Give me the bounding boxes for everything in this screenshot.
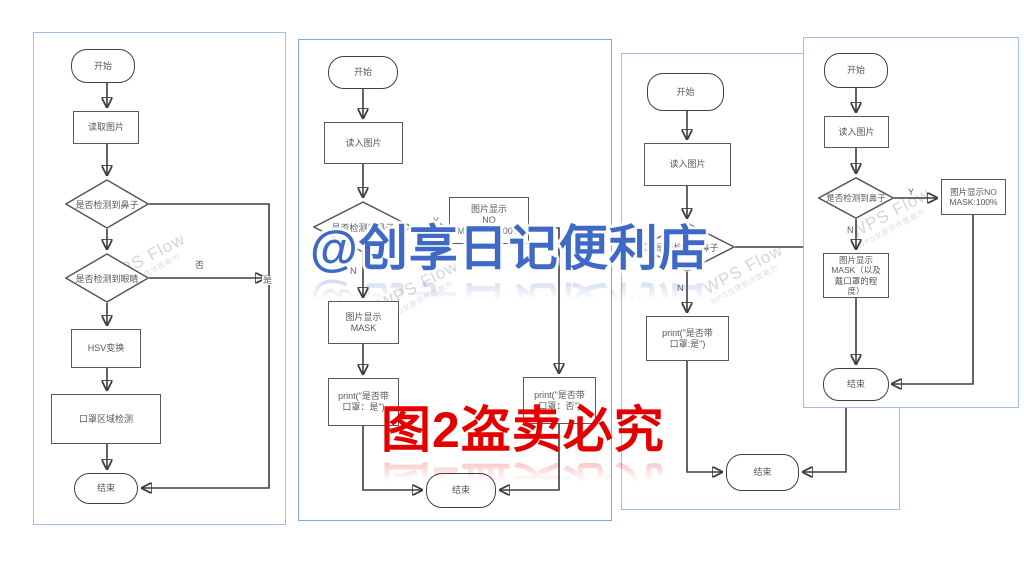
- start-terminator: 开始: [824, 53, 888, 88]
- connector-lines: [804, 88, 974, 409]
- display-nomask-line1: 图片显示NO: [950, 186, 997, 197]
- read-image-label: 读取图片: [87, 122, 124, 133]
- display-mask-line1: 图片显示: [345, 311, 382, 322]
- print-yes-process: print("是否带 口罩：是"): [328, 378, 399, 426]
- connector-lines: [299, 89, 613, 522]
- red-notice-watermark-reflection: 图2盗卖必究: [381, 456, 665, 513]
- read-image-process: 读取图片: [73, 111, 139, 144]
- nose-decision-label: 是否检测到鼻子: [75, 199, 139, 210]
- mask-region-label: 口罩区域检测: [78, 413, 133, 424]
- display-nomask-line3: MASK:100:00%: [457, 225, 521, 236]
- start-terminator: 开始: [647, 73, 724, 111]
- hsv-process: HSV变换: [71, 329, 141, 368]
- read-image-label: 读入图片: [669, 159, 706, 170]
- display-nomask-line2: MASK:100%: [949, 197, 998, 207]
- red-notice-watermark: 图2盗卖必究: [381, 402, 665, 458]
- hsv-label: HSV变换: [87, 343, 125, 354]
- start-label: 开始: [353, 67, 372, 78]
- mask-region-process: 口罩区域检测: [51, 394, 161, 444]
- read-image-process: 读入图片: [824, 116, 889, 148]
- nose-decision: 是否检测到鼻子: [639, 222, 735, 272]
- display-mask-line3: 戴口罩的程: [834, 275, 878, 286]
- read-image-label: 读入图片: [838, 126, 875, 137]
- display-nomask-process: 图片显示NO MASK:100%: [941, 179, 1006, 215]
- print-yes-line1: print("是否带: [338, 391, 389, 402]
- print-yes-line2: 口罩：是"): [342, 402, 385, 412]
- display-mask-line2: MASK: [350, 322, 377, 333]
- end-terminator: 结束: [823, 368, 889, 401]
- branch-label-n: N: [846, 225, 855, 235]
- display-mask-line2: MASK（以及: [831, 265, 881, 276]
- end-label: 结束: [451, 485, 470, 496]
- panel-4-flowchart: WPS Flow WPS仅提供作图能力 开始 读入图片 是否检测到鼻子 Y N …: [803, 37, 1019, 408]
- display-mask-process: 图片显示 MASK: [328, 301, 399, 344]
- print-yes-process: print("是否带 口罩:是"): [646, 316, 729, 361]
- nose-decision: 是否检测到鼻子: [313, 201, 413, 253]
- panel-2-flowchart: WPS Flow WPS仅提供作图能力 开始 读入图片 是否检测到鼻子 Y N …: [298, 39, 612, 521]
- branch-label-yes: 是: [262, 275, 274, 285]
- nose-decision: 是否检测到鼻子: [818, 177, 894, 219]
- read-image-process: 读入图片: [644, 143, 731, 186]
- start-label: 开始: [676, 86, 695, 97]
- start-terminator: 开始: [71, 49, 135, 83]
- start-label: 开始: [846, 65, 865, 76]
- display-nomask-line2: NO: [482, 215, 496, 226]
- end-label: 结束: [846, 379, 865, 390]
- eyes-decision: 是否检测到眼睛: [65, 253, 149, 303]
- branch-label-no: 否: [194, 260, 206, 270]
- panel-1-flowchart: WPS Flow WPS仅提供作图能力 开始 读取图片 是否检测到鼻子 是否检测…: [33, 32, 286, 525]
- branch-label-n: N: [349, 266, 358, 276]
- connector-lines: [34, 83, 270, 526]
- end-terminator: 结束: [74, 473, 138, 504]
- nose-decision-label: 是否检测到鼻子: [826, 193, 886, 203]
- nose-decision: 是否检测到鼻子: [65, 179, 149, 229]
- read-image-process: 读入图片: [324, 122, 403, 164]
- print-no-line1: print("是否带: [534, 389, 585, 400]
- blue-store-watermark: @创享日记便利店: [310, 222, 709, 276]
- eyes-decision-label: 是否检测到眼睛: [75, 273, 139, 284]
- end-label: 结束: [753, 467, 772, 478]
- display-nomask-process: 图片显示 NO MASK:100:00%: [449, 197, 529, 244]
- print-no-process: print("是否带 口罩：否"): [523, 377, 596, 424]
- blue-store-watermark-reflection: @创享日记便利店: [310, 276, 709, 331]
- branch-label-y: Y: [907, 187, 916, 197]
- display-mask-process: 图片显示 MASK（以及 戴口罩的程 度）: [823, 253, 889, 298]
- display-mask-line4: 度）: [847, 285, 865, 296]
- nose-decision-label: 是否检测到鼻子: [655, 242, 719, 253]
- print-yes-line2: 口罩:是"): [669, 338, 706, 349]
- print-no-line2: 口罩：否"): [538, 400, 581, 411]
- read-image-label: 读入图片: [345, 137, 382, 148]
- print-yes-line1: print("是否带: [662, 327, 713, 338]
- display-mask-line1: 图片显示: [838, 255, 873, 266]
- end-label: 结束: [96, 483, 115, 494]
- display-nomask-line1: 图片显示: [470, 204, 507, 215]
- start-terminator: 开始: [328, 56, 398, 89]
- nose-decision-label: 是否检测到鼻子: [331, 222, 395, 233]
- start-label: 开始: [93, 60, 112, 71]
- end-terminator: 结束: [426, 473, 496, 508]
- branch-label-n: N: [676, 283, 685, 293]
- end-terminator: 结束: [726, 454, 799, 491]
